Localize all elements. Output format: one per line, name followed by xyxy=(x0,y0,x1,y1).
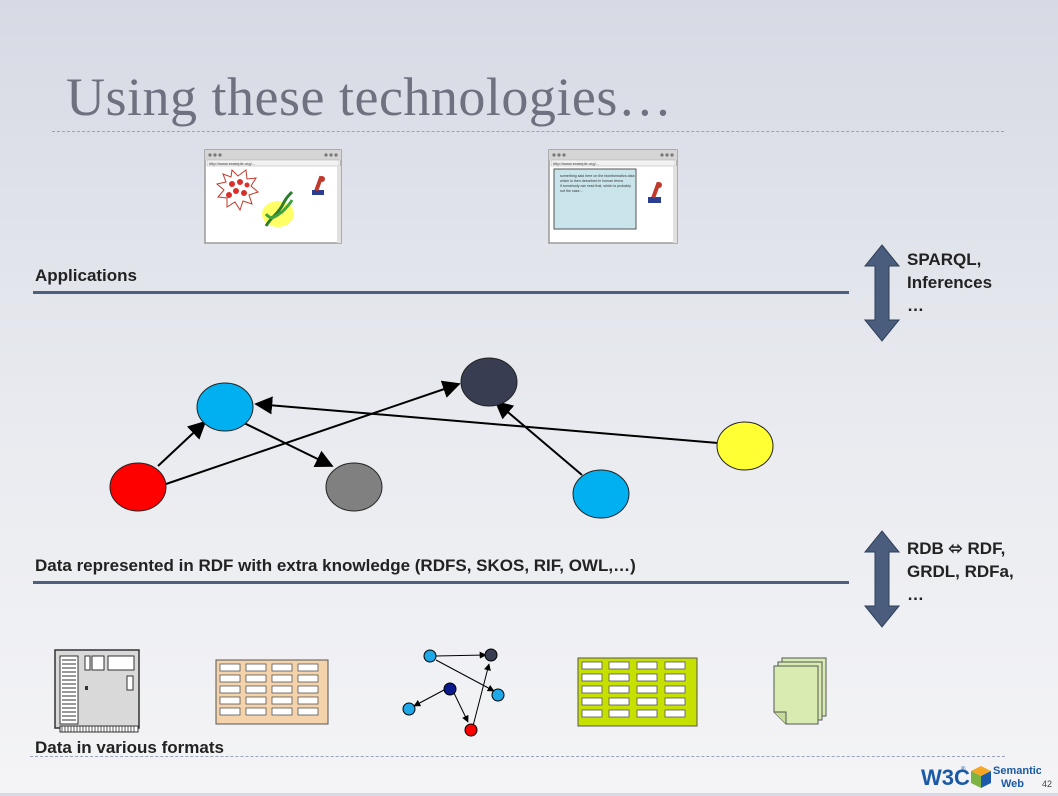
dna-helix-icon xyxy=(262,190,294,227)
browser-url-left: http://www.example.org/... xyxy=(209,161,255,166)
edge-blue2-to-dark xyxy=(494,400,583,476)
formats-label: Data in various formats xyxy=(35,738,224,757)
page-number: 42 xyxy=(1041,779,1052,789)
w3c-registered-mark: ® xyxy=(961,766,966,773)
edge-red-to-blue xyxy=(157,420,207,467)
rdf-data-rule xyxy=(33,581,849,584)
microscope-icon xyxy=(648,181,662,203)
logo-web-text: Web xyxy=(1001,778,1024,790)
node-yellow xyxy=(716,421,774,471)
node-red xyxy=(109,462,167,512)
rdb-note-line1: RDB ⬄ RDF, xyxy=(907,539,1006,558)
edge-blue-to-gray xyxy=(243,422,334,467)
edge-yellow-to-blue xyxy=(254,396,719,444)
semantic-web-cube-icon xyxy=(971,766,991,788)
applications-rule xyxy=(33,291,849,294)
w3c-logo-text: W3C xyxy=(921,765,970,790)
rdb-note-line3: … xyxy=(907,585,924,604)
database-server-icon xyxy=(54,649,140,733)
microscope-icon xyxy=(312,175,325,195)
node-gray xyxy=(325,462,383,512)
sparql-note-line2: Inferences xyxy=(907,273,993,292)
node-blue-bottom xyxy=(572,469,630,519)
browser-url-right: http://www.example.org/... xyxy=(553,161,599,166)
rdf-graph-edges xyxy=(157,380,719,485)
documents-stack-icon xyxy=(773,657,827,725)
browser-text-line3: if somebody can read that, which is prob… xyxy=(560,184,631,188)
sparql-note: SPARQL, Inferences … xyxy=(907,248,1047,317)
table-grid-icon-green xyxy=(577,657,698,727)
footer-divider xyxy=(30,756,1005,757)
rdb-note-line2: GRDL, RDFa, xyxy=(907,562,1014,581)
rdb-note: RDB ⬄ RDF, GRDL, RDFa, … xyxy=(907,537,1047,606)
w3c-semantic-web-logo: W3C ® Semantic Web xyxy=(921,761,1042,796)
browser-window-right: http://www.example.org/... something sai… xyxy=(548,149,678,244)
rdf-data-label: Data represented in RDF with extra knowl… xyxy=(35,556,636,575)
logo-semantic-text: Semantic xyxy=(993,765,1041,777)
browser-text-line2: which is then described in human terms xyxy=(560,179,623,183)
node-blue-top xyxy=(196,382,254,432)
edge-red-to-dark xyxy=(165,380,461,485)
small-graph-icon xyxy=(402,648,505,737)
title-divider xyxy=(52,131,1004,132)
node-dark xyxy=(460,357,518,407)
sparql-note-line3: … xyxy=(907,296,924,315)
sparql-double-arrow xyxy=(863,244,901,342)
applications-label: Applications xyxy=(35,266,138,285)
molecule-burst-icon xyxy=(215,168,259,212)
browser-text-line4: not the case... xyxy=(560,189,583,193)
browser-text-line1: something said here on the bioinformatic… xyxy=(560,174,635,178)
slide-title: Using these technologies… xyxy=(66,67,673,127)
browser-window-left: http://www.example.org/... xyxy=(204,149,342,244)
table-grid-icon-tan xyxy=(215,659,329,725)
rdf-graph-nodes xyxy=(109,357,774,519)
sparql-note-line1: SPARQL, xyxy=(907,250,982,269)
rdb-double-arrow xyxy=(863,530,901,628)
